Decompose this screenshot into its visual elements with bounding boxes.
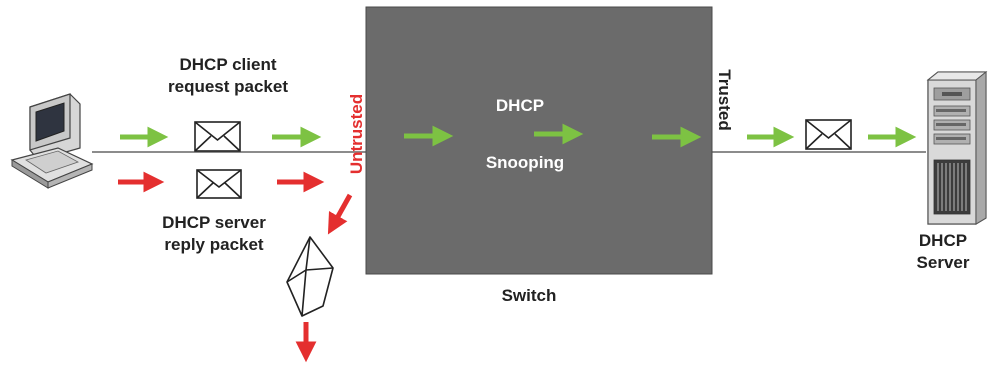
switch-box — [365, 6, 713, 275]
envelope-icon — [805, 119, 852, 150]
server-icon — [926, 70, 988, 225]
envelope-icon — [194, 121, 241, 152]
red-arrow — [327, 193, 353, 235]
client-request-label: DHCP client request packet — [168, 55, 288, 96]
blocked-reply-arrows — [118, 171, 353, 363]
switch-label: Switch — [501, 286, 557, 305]
allowed-request-arrows — [120, 123, 917, 148]
envelope-icon — [196, 169, 242, 199]
untrusted-label: Untrusted — [347, 93, 366, 175]
dhcp-server-label: DHCP Server — [916, 231, 970, 272]
dhcp-label: DHCP — [495, 96, 545, 115]
trusted-label: Trusted — [715, 69, 734, 131]
dropped-envelope-icon — [286, 236, 334, 317]
snooping-label: Snooping — [485, 153, 565, 172]
server-reply-label: DHCP server reply packet — [162, 213, 266, 254]
computer-icon — [10, 93, 94, 189]
